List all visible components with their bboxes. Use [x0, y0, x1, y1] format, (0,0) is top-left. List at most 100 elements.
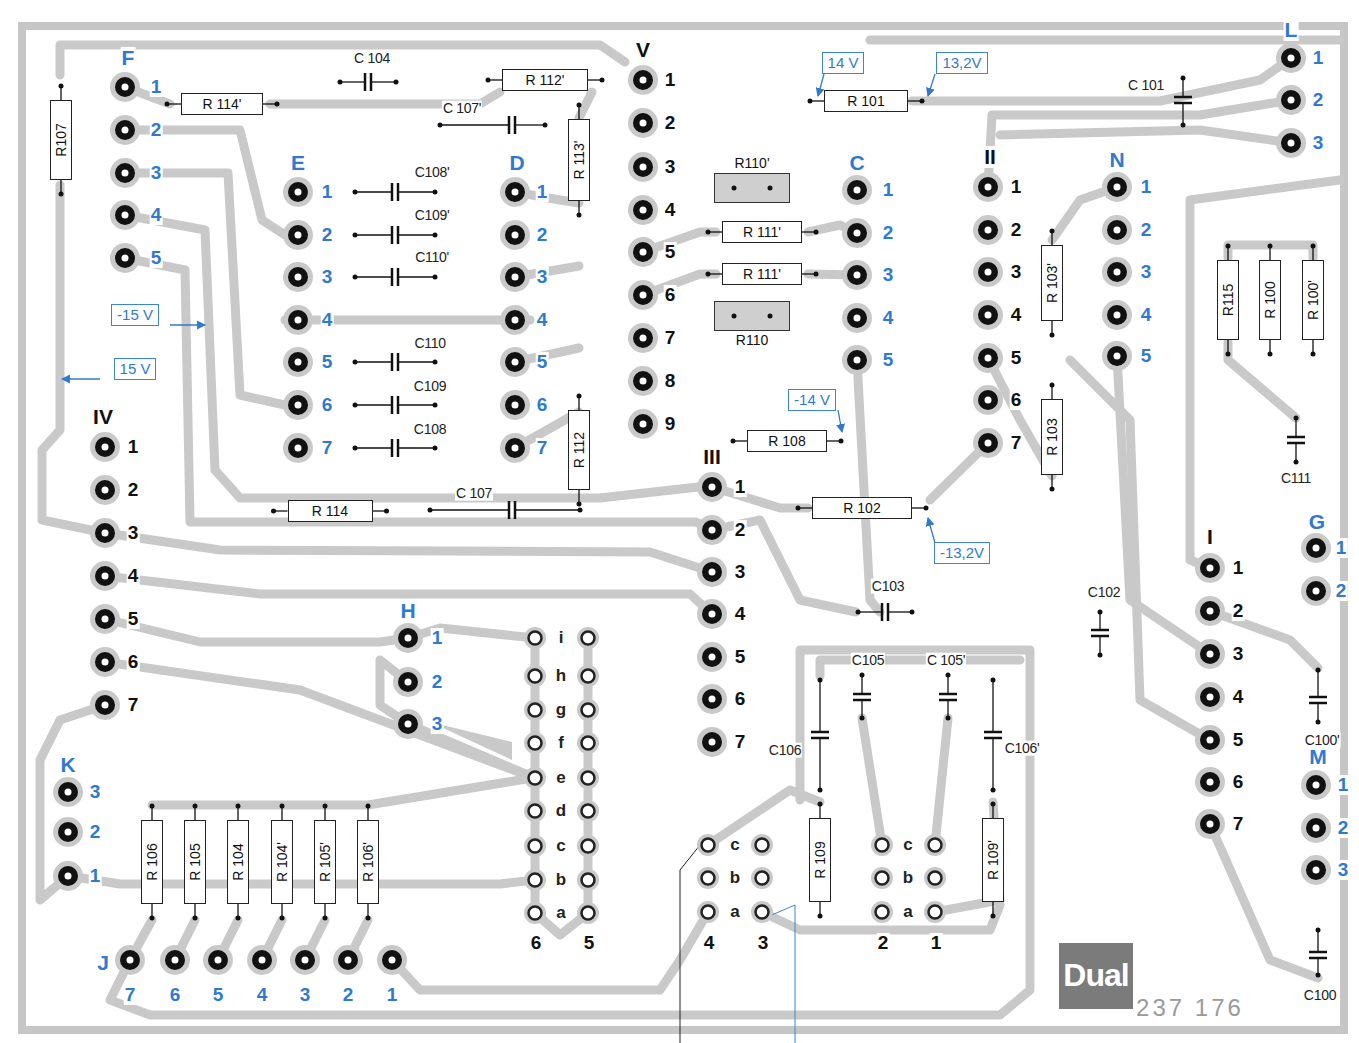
pin-label: II: [983, 146, 997, 168]
solder-pad: [500, 305, 530, 335]
part-label: C100: [1303, 988, 1337, 1003]
solder-pad: [697, 727, 727, 757]
part-label: C 104: [353, 51, 391, 66]
part-label: C109': [414, 208, 451, 223]
pin-label: I: [1206, 526, 1214, 548]
solder-pad: [577, 665, 599, 687]
pin-label: 3: [1312, 133, 1325, 153]
node-text: R 103': [1045, 263, 1060, 303]
solder-pad: [1301, 813, 1331, 843]
pin-label: 3: [664, 157, 677, 177]
solder-pad: [524, 902, 546, 924]
resistor-body: R115: [1217, 260, 1239, 340]
solder-pad: [283, 305, 313, 335]
node-text: R 111': [743, 267, 781, 282]
part-label: C106': [1004, 741, 1041, 756]
copper-trace: [392, 912, 708, 990]
node-text: R 106: [145, 843, 160, 880]
pin-label: 5: [1140, 346, 1153, 366]
contact-letter: a: [555, 904, 566, 922]
solder-pad: [697, 642, 727, 672]
solder-pad: [500, 433, 530, 463]
solder-pad: [973, 385, 1003, 415]
resistor-body: R 103: [1041, 399, 1063, 475]
pin-label: 1: [734, 477, 747, 497]
solder-pad: [973, 172, 1003, 202]
solder-pad: [290, 945, 320, 975]
solder-pad: [283, 262, 313, 292]
resistor-body: R 113': [568, 119, 590, 201]
contact-letter: f: [557, 734, 565, 752]
pin-label: 2: [321, 225, 334, 245]
solder-pad: [110, 115, 140, 145]
pin-label: 2: [431, 672, 444, 692]
solder-pad: [524, 767, 546, 789]
lead-dot: [577, 213, 582, 218]
pin-label: 6: [169, 985, 182, 1005]
solder-pad: [1301, 770, 1331, 800]
resistor-body: R 112: [568, 410, 590, 490]
pin-label: 3: [89, 782, 102, 802]
lead-dot: [920, 99, 925, 104]
voltage-arrow: [838, 410, 842, 432]
part-label: C108: [413, 422, 447, 437]
voltage-callout: 14 V: [822, 52, 865, 74]
resistor-body: R 105': [314, 820, 336, 904]
copper-trace: [1210, 611, 1318, 668]
lead-dot: [236, 916, 241, 921]
capacitor-symbol: [353, 183, 438, 201]
solder-pad: [110, 243, 140, 273]
pin-label: 5: [212, 985, 225, 1005]
solder-pad: [1195, 725, 1225, 755]
solder-pad: [160, 945, 190, 975]
pin-label: 4: [664, 200, 677, 220]
capacitor-symbol: [438, 116, 548, 134]
capacitor-symbol: [353, 268, 438, 286]
solder-pad: [842, 345, 872, 375]
solder-pad: [973, 215, 1003, 245]
node-text: R 104': [275, 842, 290, 882]
solder-pad: [973, 428, 1003, 458]
resistor-body: R 112': [502, 69, 588, 91]
pin-label: 5: [536, 352, 549, 372]
pin-label: 5: [583, 933, 596, 953]
capacitor-symbol: [939, 673, 957, 721]
solder-pad: [393, 623, 423, 653]
solder-pad: [871, 834, 893, 856]
resistor-body: R 106': [357, 820, 379, 904]
lead-dot: [193, 916, 198, 921]
solder-pad: [924, 901, 946, 923]
solder-pad: [1276, 85, 1306, 115]
capacitor-symbol: [1287, 416, 1305, 465]
solder-pad: [53, 817, 83, 847]
solder-pad: [333, 945, 363, 975]
lead-dot: [839, 439, 844, 444]
copper-trace: [988, 100, 1291, 187]
copper-trace: [1228, 342, 1296, 418]
pin-label: 1: [1312, 48, 1325, 68]
solder-pad: [628, 195, 658, 225]
solder-pad: [697, 684, 727, 714]
node-text: R 102: [843, 501, 880, 516]
trimmer-fill: [714, 173, 790, 203]
wire-line: [760, 905, 795, 1043]
lead-dot: [577, 394, 582, 399]
lead-dot: [323, 916, 328, 921]
resistor-body: R 100: [1259, 260, 1281, 340]
lead-dot: [150, 804, 155, 809]
node-text: R 112': [526, 73, 565, 88]
lead-dot: [1050, 229, 1055, 234]
solder-pad: [524, 699, 546, 721]
pin-label: 9: [664, 414, 677, 434]
capacitor-symbol: [811, 678, 829, 793]
solder-pad: [577, 699, 599, 721]
pin-label: 1: [930, 933, 943, 953]
lead-dot: [577, 103, 582, 108]
copper-trace: [1070, 360, 1210, 740]
node-text: 15 V: [120, 361, 151, 377]
pin-label: 1: [1337, 775, 1350, 795]
solder-pad: [973, 343, 1003, 373]
solder-pad: [628, 323, 658, 353]
pin-label: 3: [1010, 262, 1023, 282]
pin-label: 6: [664, 285, 677, 305]
